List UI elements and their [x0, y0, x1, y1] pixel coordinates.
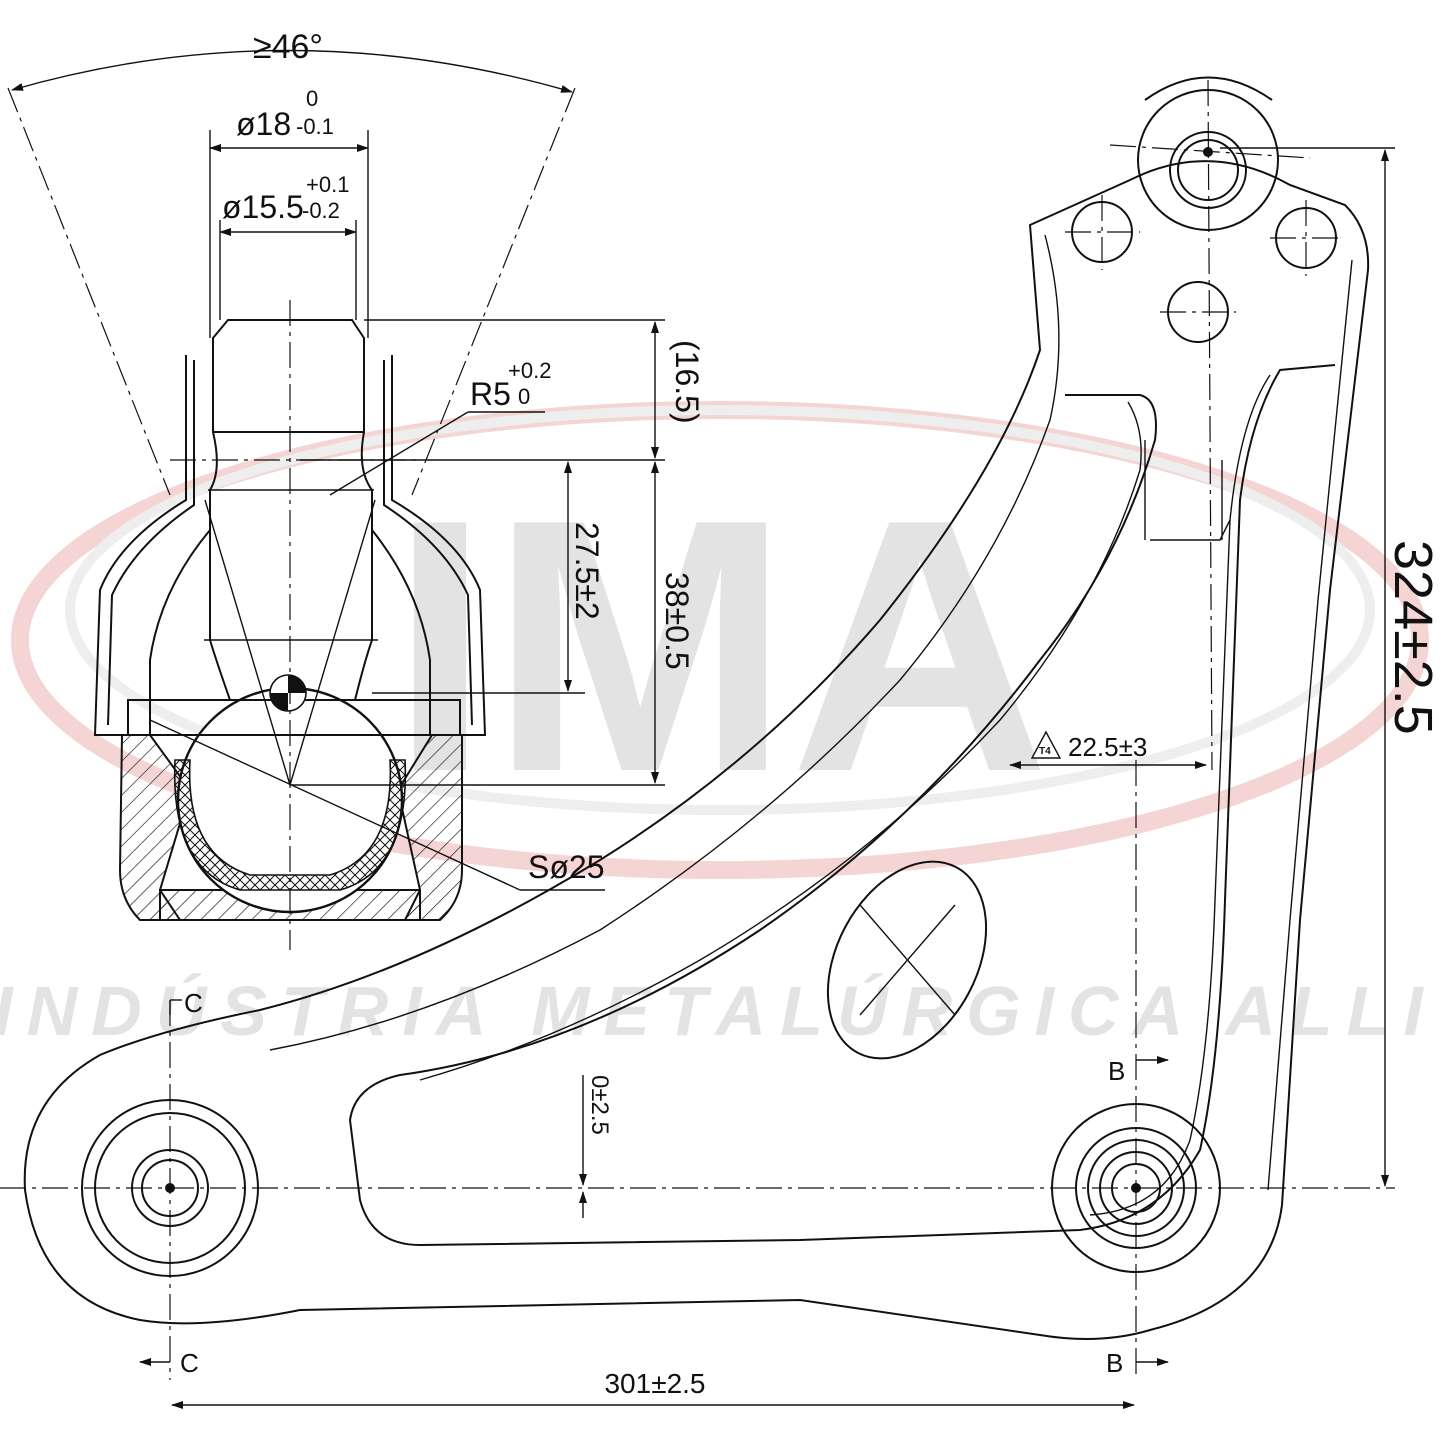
offset-label: 0±2.5	[586, 1075, 613, 1135]
span-dim: 301±2.5	[171, 1368, 1135, 1409]
ball-joint-vertical-dims: (16.5) 27.5±2 38±0.5	[290, 319, 705, 786]
control-arm	[0, 76, 1395, 1380]
section-markers: C C B B	[139, 988, 1169, 1378]
stud-diameter-dims: ø18 0 -0.1 ø15.5 +0.1 -0.2	[209, 86, 369, 338]
cone-angle-label: ≥46°	[253, 28, 323, 66]
radius-label: R5	[470, 376, 511, 412]
watermark-tagline: INDÚSTRIA METALÚRGICA ALLI	[0, 972, 1437, 1050]
radius-tol-lower: 0	[518, 384, 530, 409]
bearing-seat	[173, 759, 407, 891]
ball-joint-section: ≥46°	[7, 28, 576, 950]
lightening-hole	[826, 860, 988, 1060]
thread-dia-label: ø15.5	[222, 189, 304, 225]
tilt-symbol: T4	[1039, 746, 1051, 757]
stud-dia-label: ø18	[236, 106, 291, 142]
height-label: 324±2.5	[1383, 540, 1443, 735]
watermark-swoosh-inner	[65, 405, 1375, 815]
stud-len-label: 38±0.5	[659, 572, 695, 670]
section-c-bottom: C	[180, 1348, 199, 1378]
section-c-top: C	[184, 988, 203, 1018]
arm-outline	[23, 160, 1370, 1340]
thread-len-label: (16.5)	[669, 340, 705, 424]
cone-angle-arc	[11, 49, 573, 93]
watermark-logo: IMA	[390, 445, 1050, 847]
offset-dim: 0±2.5	[579, 1075, 613, 1218]
tilt-label: 22.5±3	[1068, 732, 1147, 762]
thread-dia-tol-upper: +0.1	[306, 172, 349, 197]
housing-left	[118, 734, 192, 921]
radius-tol-upper: +0.2	[508, 358, 551, 383]
height-dim: 324±2.5	[1220, 147, 1443, 1187]
stud-dia-tol-upper: 0	[306, 86, 318, 111]
arm-inner-opening	[348, 364, 1336, 1247]
taper-len-label: 27.5±2	[569, 522, 605, 620]
upper-plate	[127, 699, 461, 736]
thread-dia-tol-lower: -0.2	[302, 198, 340, 223]
tilt-dim: T4 22.5±3	[1009, 730, 1207, 769]
stud-thread	[212, 319, 365, 433]
span-label: 301±2.5	[604, 1368, 705, 1399]
section-b-top: B	[1108, 1056, 1125, 1086]
radius-dim: R5 +0.2 0	[329, 358, 551, 496]
section-b-bottom: B	[1106, 1348, 1123, 1378]
stud-dia-tol-lower: -0.1	[296, 114, 334, 139]
